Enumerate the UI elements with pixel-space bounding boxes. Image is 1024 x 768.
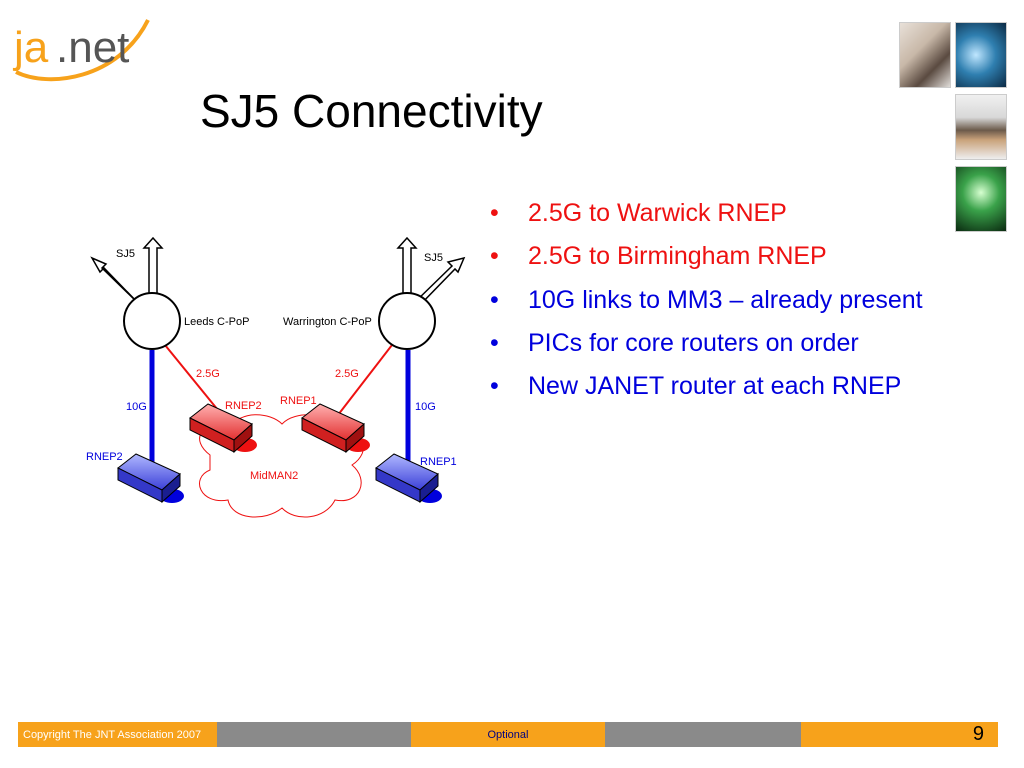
left-sj5-label: SJ5: [116, 248, 135, 260]
footer-center-label: Optional: [410, 722, 605, 747]
right-sj5-label: SJ5: [424, 252, 443, 264]
photo-fiber-green: [955, 166, 1007, 232]
photo-meeting: [955, 94, 1007, 160]
footer-bar: Copyright The JNT Association 2007 Optio…: [18, 722, 998, 747]
slide-title: SJ5 Connectivity: [200, 85, 543, 137]
left-red-router: [189, 403, 257, 454]
page-number: 9: [800, 722, 998, 747]
right-10g-label: 10G: [415, 401, 436, 413]
right-red-router: [301, 403, 370, 454]
bullet-item: PICs for core routers on order: [490, 328, 950, 360]
bullet-list: 2.5G to Warwick RNEP 2.5G to Birmingham …: [490, 198, 950, 414]
right-2-5g-label: 2.5G: [335, 368, 359, 380]
bullet-item: New JANET router at each RNEP: [490, 371, 950, 403]
left-blue-router-label: RNEP2: [86, 451, 123, 463]
left-2-5g-label: 2.5G: [196, 368, 220, 380]
photo-fiber-blue: [955, 22, 1007, 88]
bullet-item: 2.5G to Birmingham RNEP: [490, 241, 950, 273]
cloud-label: MidMAN2: [250, 470, 298, 482]
footer-grey-segment: [216, 722, 411, 747]
left-10g-label: 10G: [126, 401, 147, 413]
left-2-5g-link: [164, 344, 223, 416]
footer-copyright: Copyright The JNT Association 2007: [18, 722, 217, 747]
warrington-pop-label: Warrington C-PoP: [283, 316, 372, 328]
footer-grey-segment: [604, 722, 801, 747]
logo-swoosh: [15, 19, 150, 82]
logo-text-net: .net: [56, 23, 129, 72]
right-2-5g-link: [337, 344, 393, 416]
left-red-router-label: RNEP2: [225, 400, 262, 412]
right-blue-router-label: RNEP1: [420, 456, 457, 468]
logo-text-ja: ja: [12, 23, 49, 72]
leeds-pop-label: Leeds C-PoP: [184, 316, 249, 328]
bullet-item: 2.5G to Warwick RNEP: [490, 198, 950, 230]
bullet-item: 10G links to MM3 – already present: [490, 285, 950, 317]
right-red-router-label: RNEP1: [280, 395, 317, 407]
warrington-pop-router: [378, 292, 436, 350]
photo-woman-phone: [899, 22, 951, 88]
janet-logo: ja .net: [12, 19, 150, 82]
left-blue-router: [117, 453, 184, 504]
left-sj5-arrows: [90, 236, 164, 307]
leeds-pop-router: [123, 292, 181, 350]
right-blue-router: [375, 453, 442, 504]
